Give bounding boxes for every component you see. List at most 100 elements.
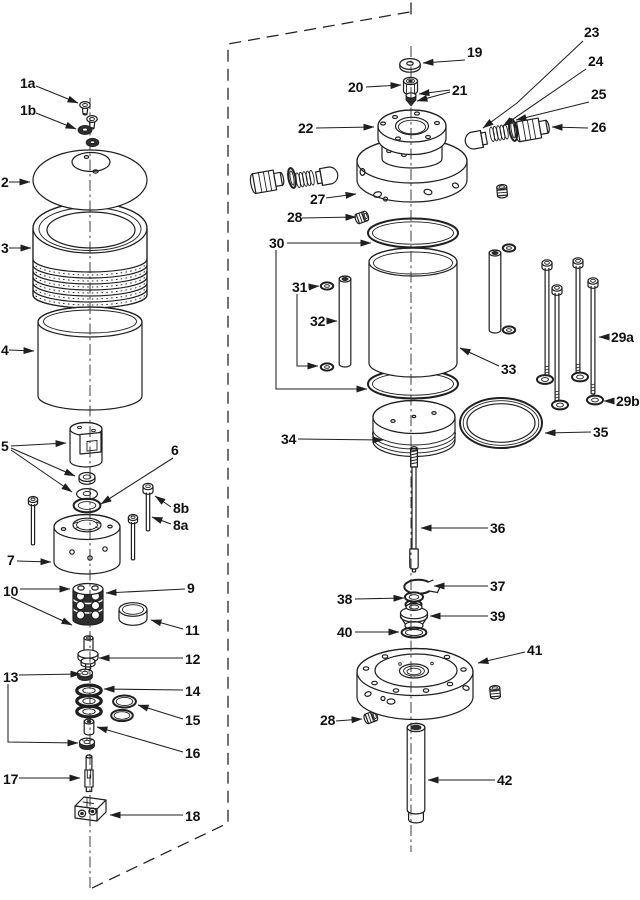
- part-6-oring: [72, 497, 102, 514]
- callout-label-10: 10: [3, 583, 19, 599]
- part-15-orings: [110, 694, 137, 723]
- part-27-check-valve: [249, 166, 339, 195]
- callout-11-12: 11: [150, 619, 200, 638]
- callout-27-28: 27: [310, 191, 357, 207]
- part-32-tubes: [338, 249, 502, 368]
- callout-label-4: 4: [1, 342, 9, 358]
- part-8-studs: [27, 482, 154, 561]
- part-20-cap-nut: [402, 76, 419, 95]
- callout-26-27: 26: [551, 119, 607, 135]
- part-18-clamp-block: [74, 796, 107, 822]
- callout-label-22: 22: [298, 120, 314, 136]
- callout-label-38: 38: [337, 591, 353, 607]
- callout-label-29a: 29a: [611, 329, 634, 345]
- callout-label-29b: 29b: [616, 393, 640, 409]
- callout-label-28: 28: [320, 712, 336, 728]
- callout-label-17: 17: [3, 771, 19, 787]
- callout-23-24: 23: [482, 24, 600, 129]
- part-29b-washers: [536, 371, 604, 411]
- part-17-pin: [84, 754, 94, 793]
- callout-label-14: 14: [185, 683, 201, 699]
- callout-29b-35: 29b: [603, 393, 640, 409]
- callout-label-18: 18: [185, 808, 201, 824]
- part-12-spindle: [77, 635, 99, 671]
- callout-29a-34: 29a: [598, 329, 634, 345]
- callout-28-29: 28: [287, 209, 357, 225]
- part-40-oring: [400, 626, 428, 639]
- callout-2-2: 2: [1, 174, 31, 190]
- callout-30-30: 30: [269, 235, 372, 393]
- part-41-base-flange: [356, 647, 474, 721]
- callout-label-41: 41: [527, 642, 543, 658]
- callout-6-6: 6: [100, 442, 179, 505]
- callout-label-12: 12: [185, 651, 201, 667]
- section-divider-dashed: [89, 11, 410, 890]
- callout-24-25: 24: [502, 53, 604, 127]
- callout-label-24: 24: [588, 53, 604, 69]
- callout-label-8b: 8b: [173, 500, 189, 516]
- part-24-spring: [489, 124, 509, 142]
- callout-label-20: 20: [348, 79, 364, 95]
- part-22-head-flange: [356, 109, 468, 203]
- callout-label-21: 21: [452, 82, 468, 98]
- part-42-tube: [406, 722, 426, 824]
- part-14-seal-stack: [75, 683, 103, 719]
- callout-39-41: 39: [429, 608, 506, 624]
- part-33-cylinder: [368, 247, 458, 378]
- callout-34-36: 34: [281, 431, 384, 447]
- callout-38-40: 38: [337, 591, 405, 607]
- callout-14-15: 14: [103, 683, 201, 699]
- callout-19-20: 19: [422, 44, 483, 66]
- callout-label-13: 13: [3, 669, 19, 685]
- callout-label-40: 40: [337, 624, 353, 640]
- part-9-ball-cage: [72, 582, 104, 626]
- callout-label-25: 25: [591, 86, 607, 102]
- callout-4-4: 4: [1, 342, 35, 358]
- callout-15-16: 15: [137, 704, 201, 728]
- callout-label-42: 42: [497, 772, 513, 788]
- callout-1b-1: 1b: [20, 102, 77, 130]
- callout-label-37: 37: [490, 578, 506, 594]
- callout-33-33: 33: [459, 347, 517, 377]
- callout-label-30: 30: [269, 235, 285, 251]
- callout-12-13: 12: [98, 651, 201, 667]
- callout-label-1b: 1b: [20, 102, 36, 118]
- callout-31-31: 31: [292, 279, 320, 370]
- callout-16-17: 16: [96, 726, 201, 761]
- part-7-housing: [53, 513, 121, 575]
- callout-41-43: 41: [477, 642, 543, 665]
- part-16-spacer: [83, 718, 95, 736]
- part-34-end-plate: [372, 399, 456, 458]
- callout-label-35: 35: [593, 424, 609, 440]
- callout-label-27: 27: [310, 191, 326, 207]
- callout-label-36: 36: [490, 520, 506, 536]
- callout-label-15: 15: [185, 712, 201, 728]
- callout-label-16: 16: [185, 745, 201, 761]
- callout-25-26: 25: [515, 86, 607, 121]
- callout-32-32: 32: [310, 313, 338, 329]
- part-26-plug-fitting: [513, 117, 550, 143]
- callout-label-1a: 1a: [20, 75, 36, 91]
- part-36-shaft: [409, 446, 419, 573]
- part-39-bushing: [399, 602, 429, 630]
- callout-8a-9: 8a: [151, 516, 189, 533]
- callout-21-22: 21: [416, 82, 468, 102]
- callout-label-26: 26: [591, 119, 607, 135]
- callout-3-3: 3: [1, 240, 32, 256]
- part-23-poppet: [464, 129, 488, 150]
- callout-20-21: 20: [348, 79, 402, 95]
- callout-22-23: 22: [298, 120, 375, 136]
- callout-label-3: 3: [1, 240, 9, 256]
- part-1a-screws: [79, 100, 98, 130]
- part-5-insert-set: [69, 421, 103, 501]
- part-11-sleeve-ring: [118, 602, 148, 626]
- callout-label-2: 2: [1, 174, 9, 190]
- callout-label-11: 11: [185, 622, 200, 638]
- callout-label-31: 31: [292, 279, 308, 295]
- callout-7-7: 7: [7, 552, 52, 568]
- part-1b-washers: [77, 125, 100, 148]
- callout-17-18: 17: [3, 771, 81, 787]
